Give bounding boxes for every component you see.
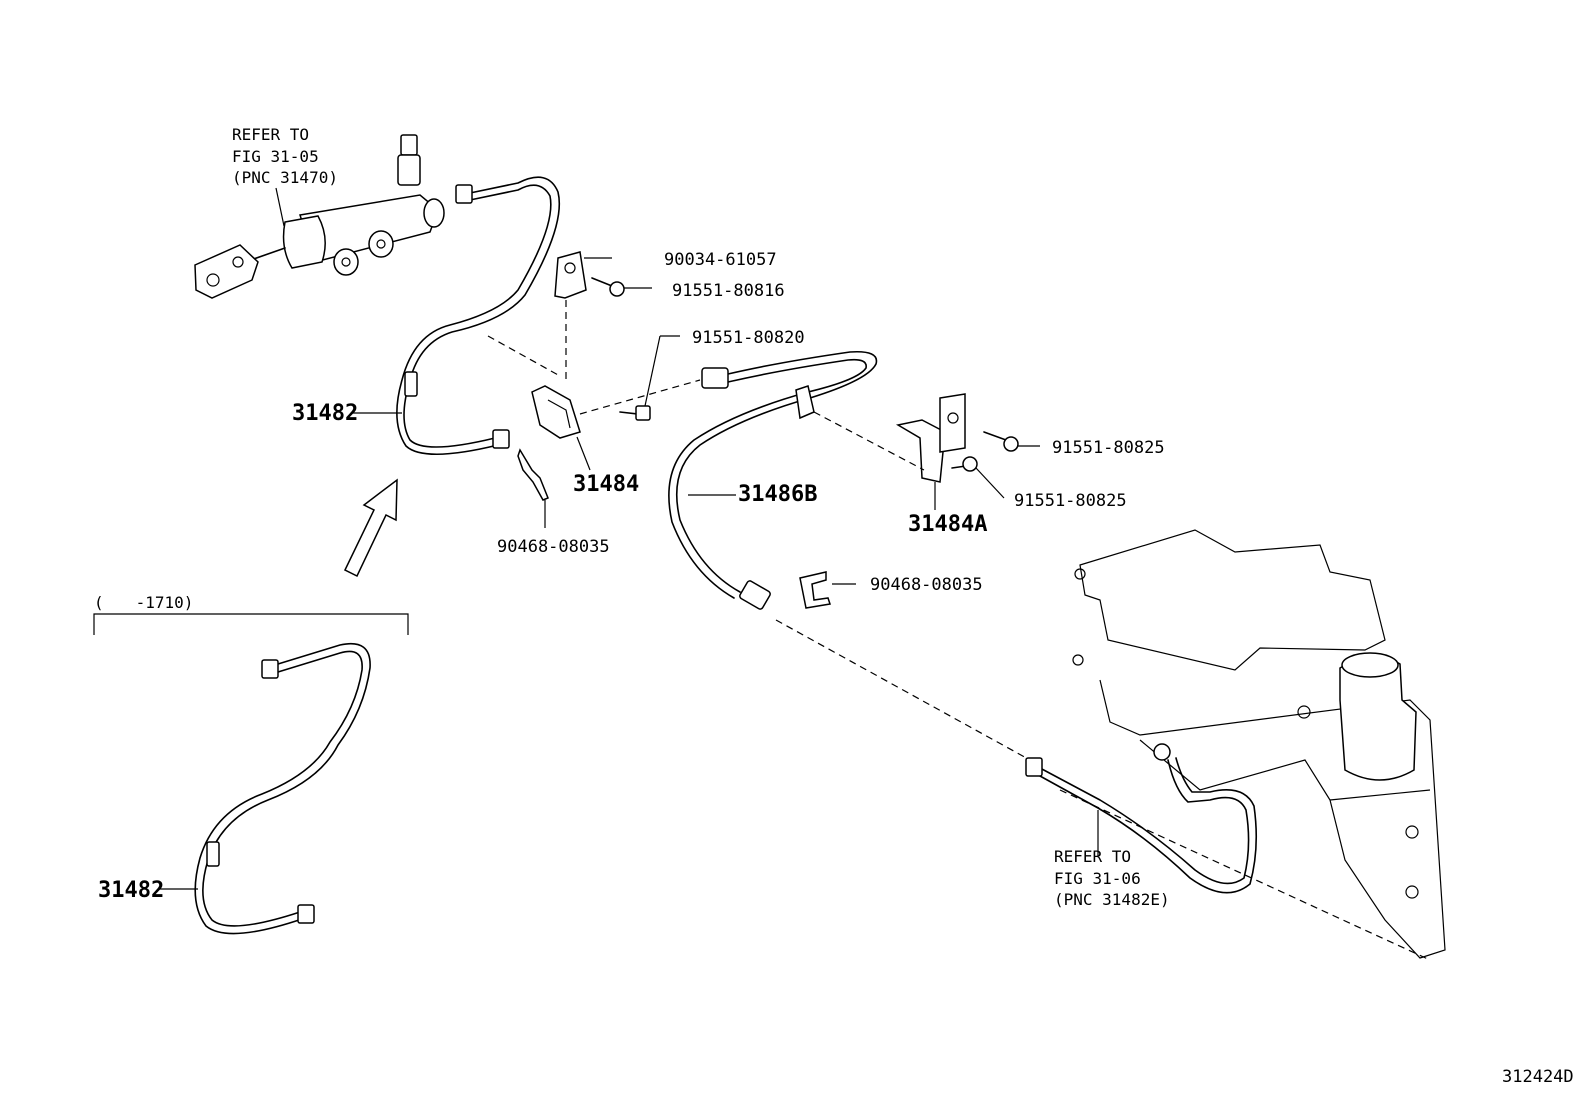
ref-bottom-line2: FIG 31-06 (1054, 869, 1141, 888)
variant-bracket (93, 613, 409, 635)
labels: REFER TO FIG 31-05 (PNC 31470) 90034-610… (94, 125, 1574, 1087)
label-90468-08035-left: 90468-08035 (497, 537, 610, 557)
clutch-tube-31482-upper (396, 176, 561, 456)
clip-90468-right (799, 571, 856, 609)
ref-top-line1: REFER TO (232, 125, 309, 144)
ref-top-line3: (PNC 31470) (232, 168, 338, 187)
bolt-91551-80820 (619, 335, 680, 421)
label-31484A: 31484A (908, 512, 987, 537)
ref-bottom-line1: REFER TO (1054, 847, 1131, 866)
label-91551-80825-b: 91551-80825 (1014, 491, 1127, 511)
clutch-tube-31482-lower (194, 643, 371, 935)
label-31484: 31484 (573, 472, 639, 497)
figure-id: 312424D (1502, 1067, 1574, 1087)
pedal-bracket-assembly (1025, 529, 1446, 959)
release-cylinder (194, 134, 445, 299)
flexible-hose-31486B (668, 350, 878, 610)
label-91551-80820: 91551-80820 (692, 328, 805, 348)
label-90034-61057: 90034-61057 (664, 250, 777, 270)
view-arrow (344, 478, 398, 578)
dashed-leaders (487, 300, 1431, 961)
bracket-31484 (531, 385, 591, 471)
ref-top-line2: FIG 31-05 (232, 147, 319, 166)
clip-90468-left (517, 448, 549, 528)
label-91551-80816: 91551-80816 (672, 281, 785, 301)
bracket-31484A (895, 393, 966, 510)
ref-bottom-line3: (PNC 31482E) (1054, 890, 1170, 909)
label-91551-80825-a: 91551-80825 (1052, 438, 1165, 458)
label-90468-08035-right: 90468-08035 (870, 575, 983, 595)
label-31486B: 31486B (738, 482, 817, 507)
bolt-91551-80825-b (951, 456, 1005, 499)
bolt-91551-80825-a (983, 431, 1040, 452)
variant-label: ( -1710) (94, 593, 193, 612)
clamp-90034 (554, 251, 612, 299)
bolt-91551-80816 (591, 277, 652, 297)
label-31482-lower: 31482 (98, 878, 164, 903)
label-31482-upper: 31482 (292, 401, 358, 426)
